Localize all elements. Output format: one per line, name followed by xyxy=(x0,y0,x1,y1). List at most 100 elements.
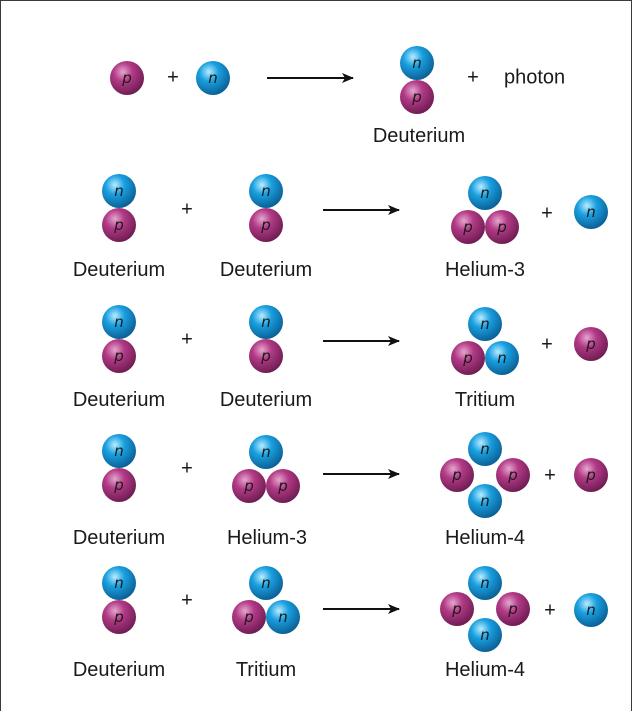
proton-symbol: p xyxy=(243,477,254,495)
plus-sign: + xyxy=(181,198,193,221)
neutron-particle: n xyxy=(468,618,502,652)
reactant-label: Deuterium xyxy=(219,389,313,411)
neutron-sphere xyxy=(468,618,502,652)
neutron-sphere xyxy=(468,566,502,600)
proton-symbol: p xyxy=(260,216,271,234)
proton-symbol: p xyxy=(585,335,596,353)
proton-sphere xyxy=(440,592,474,626)
proton-sphere xyxy=(266,469,300,503)
proton-sphere xyxy=(102,339,136,373)
neutron-particle: n xyxy=(102,566,136,600)
proton-particle: p xyxy=(110,61,144,95)
proton-particle: p xyxy=(485,210,519,244)
neutron-particle: n xyxy=(196,61,230,95)
proton-symbol: p xyxy=(451,600,462,618)
proton-particle: p xyxy=(440,458,474,492)
neutron-particle: n xyxy=(102,174,136,208)
proton-sphere xyxy=(574,458,608,492)
proton-sphere xyxy=(249,339,283,373)
proton-particle: p xyxy=(266,469,300,503)
neutron-particle: n xyxy=(468,432,502,466)
neutron-symbol: n xyxy=(480,626,490,644)
proton-sphere xyxy=(485,210,519,244)
neutron-sphere xyxy=(102,305,136,339)
proton-particle: p xyxy=(574,458,608,492)
proton-sphere xyxy=(496,592,530,626)
proton-particle: p xyxy=(232,600,266,634)
neutron-particle: n xyxy=(102,305,136,339)
proton-sphere xyxy=(451,210,485,244)
reactant-label: Deuterium xyxy=(72,527,166,549)
proton-particle: p xyxy=(451,341,485,375)
neutron-symbol: n xyxy=(114,182,124,200)
neutron-sphere xyxy=(574,593,608,627)
neutron-symbol: n xyxy=(412,54,422,72)
neutron-particle: n xyxy=(468,307,502,341)
neutron-sphere xyxy=(249,566,283,600)
proton-particle: p xyxy=(440,592,474,626)
neutron-sphere xyxy=(249,305,283,339)
neutron-symbol: n xyxy=(261,313,271,331)
proton-particle: p xyxy=(574,327,608,361)
neutron-sphere xyxy=(485,341,519,375)
reactant-label: Helium-3 xyxy=(226,527,308,549)
neutron-symbol: n xyxy=(480,440,490,458)
proton-symbol: p xyxy=(121,69,132,87)
plus-sign: + xyxy=(544,464,556,487)
proton-symbol: p xyxy=(113,608,124,626)
neutron-symbol: n xyxy=(114,313,124,331)
plus-sign: + xyxy=(181,589,193,612)
plus-sign: + xyxy=(181,328,193,351)
reaction-arrows xyxy=(267,73,400,614)
proton-symbol: p xyxy=(113,476,124,494)
plus-sign: + xyxy=(544,599,556,622)
neutron-sphere xyxy=(266,600,300,634)
neutron-sphere xyxy=(468,484,502,518)
neutron-symbol: n xyxy=(114,574,124,592)
neutron-sphere xyxy=(468,307,502,341)
proton-sphere xyxy=(102,468,136,502)
neutron-particle: n xyxy=(574,195,608,229)
neutron-particle: n xyxy=(468,566,502,600)
reactant-label: Deuterium xyxy=(72,659,166,681)
proton-sphere xyxy=(574,327,608,361)
neutron-sphere xyxy=(249,174,283,208)
proton-particle: p xyxy=(249,208,283,242)
neutron-sphere xyxy=(249,435,283,469)
neutron-particle: n xyxy=(468,176,502,210)
proton-symbol: p xyxy=(462,218,473,236)
neutron-particle: n xyxy=(249,305,283,339)
proton-sphere xyxy=(440,458,474,492)
proton-particle: p xyxy=(451,210,485,244)
neutron-sphere xyxy=(400,46,434,80)
neutron-particle: n xyxy=(574,593,608,627)
proton-symbol: p xyxy=(507,600,518,618)
product-label: Helium-3 xyxy=(444,259,526,281)
proton-symbol: p xyxy=(496,218,507,236)
neutron-particle: n xyxy=(485,341,519,375)
neutron-symbol: n xyxy=(261,443,271,461)
neutron-sphere xyxy=(468,432,502,466)
neutron-symbol: n xyxy=(480,574,490,592)
neutron-symbol: n xyxy=(261,182,271,200)
neutron-sphere xyxy=(102,566,136,600)
proton-symbol: p xyxy=(277,477,288,495)
reactant-label: Deuterium xyxy=(72,259,166,281)
proton-symbol: p xyxy=(507,466,518,484)
proton-symbol: p xyxy=(113,347,124,365)
neutron-particle: n xyxy=(249,435,283,469)
proton-sphere xyxy=(110,61,144,95)
neutron-particle: n xyxy=(249,566,283,600)
proton-particle: p xyxy=(496,458,530,492)
proton-sphere xyxy=(102,208,136,242)
neutron-particle: n xyxy=(400,46,434,80)
product-label: Helium-4 xyxy=(444,527,526,549)
neutron-symbol: n xyxy=(586,601,596,619)
neutron-symbol: n xyxy=(480,184,490,202)
reactant-label: Deuterium xyxy=(72,389,166,411)
neutron-symbol: n xyxy=(208,69,218,87)
plus-sign: + xyxy=(541,202,553,225)
neutron-particle: n xyxy=(266,600,300,634)
